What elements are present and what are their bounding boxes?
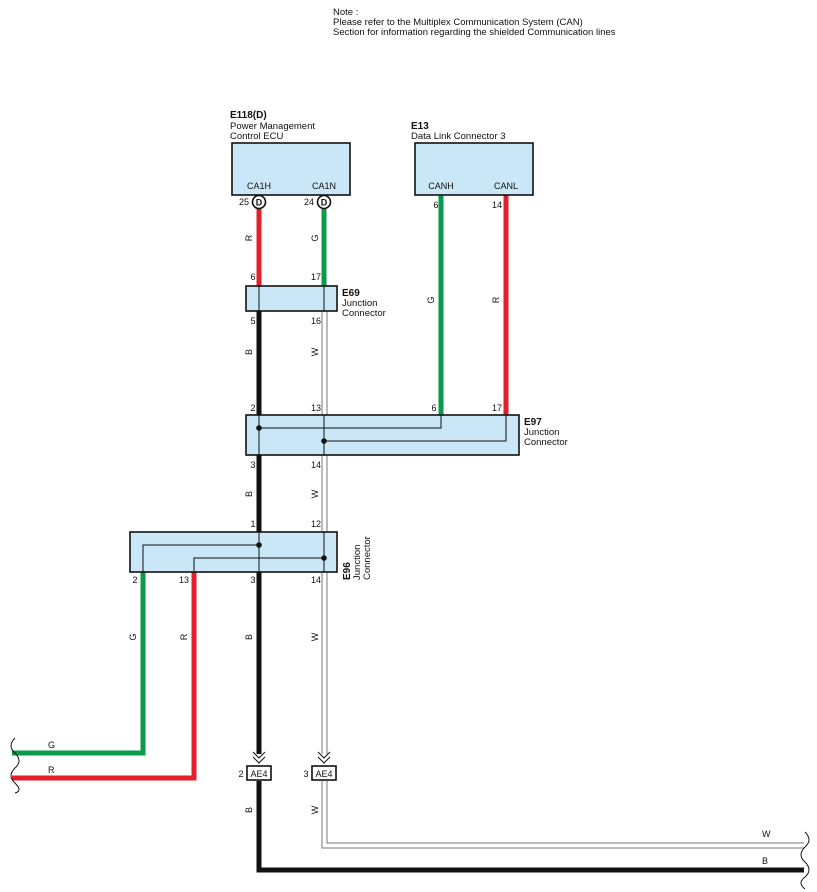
ae4-pin-2: 2	[238, 769, 243, 779]
e96-pin-12: 12	[311, 519, 321, 529]
e118-desc-2: Control ECU	[230, 131, 283, 142]
wire-g-e96-left	[12, 572, 146, 756]
wire-w-bottom	[321, 781, 804, 849]
label-b-4: B	[244, 807, 254, 813]
e97-junction-box	[245, 414, 520, 456]
break-mark-left	[10, 737, 20, 794]
e13-pin-canh: CANH	[428, 181, 454, 191]
label-b-3: B	[244, 634, 254, 640]
e118-pin-ca1h: CA1H	[247, 181, 271, 191]
e96-internal-wiring	[142, 532, 327, 572]
e13-desc: Data Link Connector 3	[411, 131, 506, 142]
e118-pin-no-24: 24	[304, 197, 314, 207]
e13-pin-no-6: 6	[433, 200, 438, 210]
e13-dlc-box	[414, 142, 534, 196]
e13-pin-no-14: 14	[492, 200, 502, 210]
e97-pin-2: 2	[250, 403, 255, 413]
e118-connector-mark-1	[251, 194, 267, 210]
e69-desc-2: Connector	[342, 308, 386, 319]
e97-pin-14: 14	[311, 460, 321, 470]
label-b-1: B	[244, 349, 254, 355]
e118-ecu-box	[231, 142, 351, 196]
label-r-2: R	[179, 633, 189, 640]
e69-pin-6: 6	[250, 272, 255, 282]
label-g-e118: G	[310, 234, 320, 241]
e118-connector-letter-2: D	[321, 198, 328, 208]
e118-pin-ca1n: CA1N	[312, 181, 336, 191]
wire-b-bottom	[256, 781, 804, 873]
e96-pin-2: 2	[132, 575, 137, 585]
e96-desc-1: Junction	[352, 545, 363, 580]
e97-code: E97	[524, 417, 542, 428]
label-b-right: B	[762, 856, 768, 866]
break-mark-right	[800, 831, 810, 890]
e118-connector-letter-1: D	[256, 198, 263, 208]
e96-pin-13: 13	[179, 575, 189, 585]
e96-pin-1: 1	[250, 519, 255, 529]
ae4-box-b	[246, 765, 272, 781]
label-r-e118: R	[244, 234, 254, 241]
e13-pin-canl: CANL	[494, 181, 518, 191]
label-b-2: B	[244, 491, 254, 497]
e96-code: E96	[342, 562, 353, 580]
ae4-chevron-b-icon	[252, 751, 266, 764]
note-title: Note :	[333, 7, 358, 18]
wire-r-e96-left	[12, 572, 197, 781]
e69-pin-17: 17	[311, 272, 321, 282]
label-w-right: W	[762, 829, 771, 839]
e97-pin-13: 13	[311, 403, 321, 413]
ae4-label-b: AE4	[250, 769, 267, 779]
e96-pin-14: 14	[311, 575, 321, 585]
e96-desc-2: Connector	[362, 536, 373, 580]
ae4-box-w	[311, 765, 337, 781]
ae4-label-w: AE4	[315, 769, 332, 779]
label-w-4: W	[310, 805, 320, 814]
label-w-2: W	[310, 489, 320, 498]
e97-pin-3: 3	[250, 460, 255, 470]
e97-internal-wiring	[256, 415, 507, 455]
e69-pin-5: 5	[250, 316, 255, 326]
e96-label-group: E96 Junction Connector	[342, 536, 373, 580]
e69-junction-box	[245, 285, 338, 312]
e118-code: E118(D)	[230, 110, 267, 121]
label-r-left: R	[48, 765, 55, 775]
e97-pin-17: 17	[492, 403, 502, 413]
e118-desc-1: Power Management	[230, 121, 315, 132]
label-g-e13: G	[426, 296, 436, 303]
e13-code: E13	[411, 121, 429, 132]
note-line-3: Section for information regarding the sh…	[333, 27, 616, 38]
label-w-1: W	[310, 347, 320, 356]
e97-desc-1: Junction	[524, 427, 559, 438]
e96-pin-3: 3	[250, 575, 255, 585]
e69-pin-16: 16	[311, 316, 321, 326]
e97-pin-6: 6	[431, 403, 436, 413]
e96-junction-box	[129, 531, 338, 573]
note-line-2: Please refer to the Multiplex Communicat…	[333, 17, 583, 28]
label-r-e13: R	[491, 296, 501, 303]
e69-desc-1: Junction	[342, 298, 377, 309]
e69-code: E69	[342, 288, 360, 299]
e118-connector-mark-2	[316, 194, 332, 210]
e97-desc-2: Connector	[524, 437, 568, 448]
ae4-pin-3: 3	[303, 769, 308, 779]
e118-pin-no-25: 25	[239, 197, 249, 207]
ae4-chevron-w-icon	[317, 751, 331, 764]
label-w-3: W	[310, 632, 320, 641]
label-g-2: G	[128, 633, 138, 640]
label-g-left: G	[48, 740, 55, 750]
